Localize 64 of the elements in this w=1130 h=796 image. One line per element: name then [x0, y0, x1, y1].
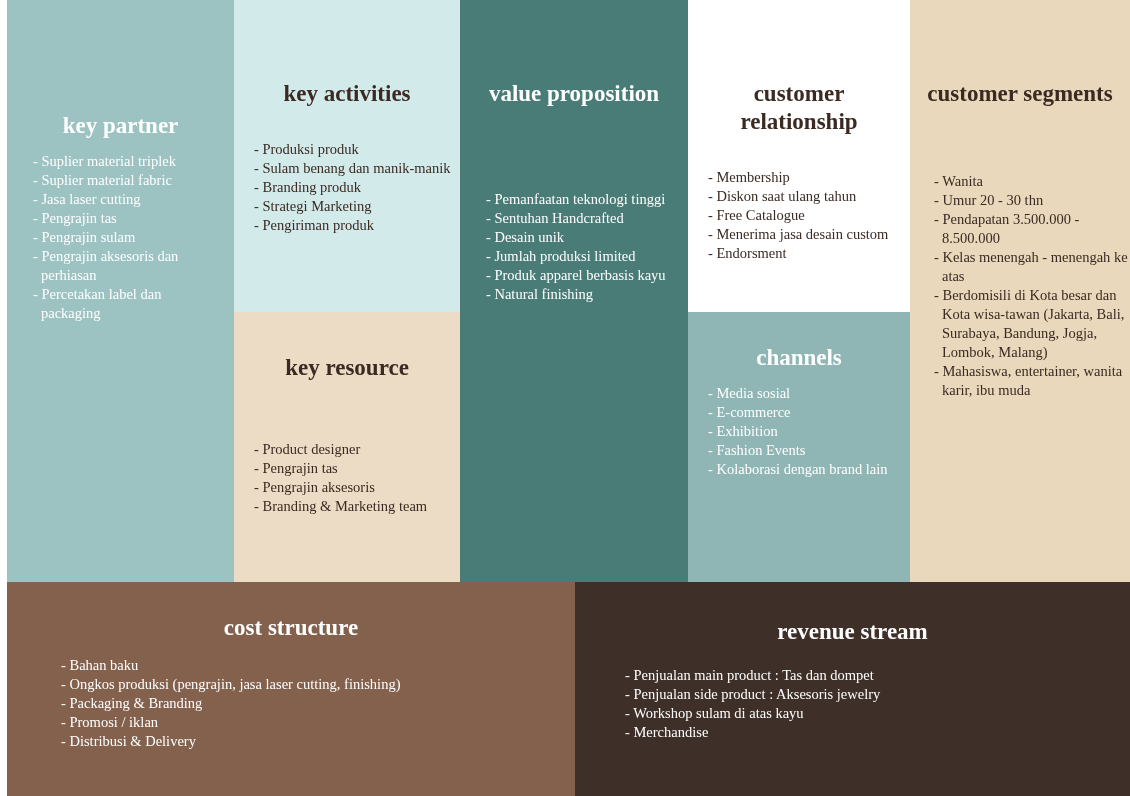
list-item: - Strategi Marketing [254, 197, 373, 216]
list-item: - Distribusi & Delivery [61, 732, 197, 751]
list-item: - Umur 20 - 30 thn [934, 191, 1045, 210]
list-item: - Suplier material triplek [33, 152, 177, 171]
list-item: - Pemanfaatan teknologi tinggi [486, 190, 667, 209]
list-item: - Exhibition [708, 422, 779, 441]
canvas-block [688, 312, 910, 582]
list-item: - Desain unik [486, 228, 566, 247]
list-item: - Menerima jasa desain custom [708, 225, 890, 244]
list-item: - Mahasiswa, entertainer, wanita karir, ibu muda [934, 362, 1124, 400]
list-item: - Bahan baku [61, 656, 140, 675]
canvas-block [910, 0, 1130, 582]
list-item: - Sulam benang dan manik-manik [254, 159, 452, 178]
list-item: - Jasa laser cutting [33, 190, 142, 209]
list-item: - Kolaborasi dengan brand lain [708, 460, 889, 479]
list-item: - Produksi produk [254, 140, 360, 159]
list-item: - Media sosial [708, 384, 792, 403]
list-item: - Membership [708, 168, 791, 187]
block-heading: customer relationship [739, 80, 859, 136]
list-item: - Percetakan label dan packaging [33, 285, 163, 323]
list-item: - Workshop sulam di atas kayu [625, 704, 805, 723]
list-item: - Pengrajin aksesoris dan perhiasan [33, 247, 180, 285]
list-item: - Product designer [254, 440, 362, 459]
list-item: - Endorsment [708, 244, 788, 263]
block-heading: key activities [283, 80, 411, 108]
list-item: - Penjualan main product : Tas dan dompet [625, 666, 875, 685]
list-item: - Pengrajin sulam [33, 228, 137, 247]
list-item: - Sentuhan Handcrafted [486, 209, 625, 228]
list-item: - Free Catalogue [708, 206, 806, 225]
list-item: - Promosi / iklan [61, 713, 160, 732]
list-item: - Kelas menengah - menengah ke atas [934, 248, 1128, 286]
list-item: - Pengrajin tas [254, 459, 339, 478]
list-item: - E-commerce [708, 403, 792, 422]
canvas-block [7, 582, 575, 796]
list-item: - Pengrajin tas [33, 209, 118, 228]
list-item: - Packaging & Branding [61, 694, 204, 713]
block-heading: customer segments [927, 80, 1113, 108]
canvas-block [460, 0, 688, 582]
canvas-block [234, 0, 460, 312]
list-item: - Wanita [934, 172, 984, 191]
block-heading: cost structure [223, 614, 359, 642]
block-heading: revenue stream [777, 618, 928, 646]
canvas-block [7, 0, 234, 582]
block-heading: value proposition [488, 80, 660, 108]
block-heading: key partner [62, 112, 179, 140]
list-item: - Pengiriman produk [254, 216, 375, 235]
list-item: - Branding produk [254, 178, 363, 197]
list-item: - Pengrajin aksesoris [254, 478, 376, 497]
list-item: - Branding & Marketing team [254, 497, 429, 516]
list-item: - Merchandise [625, 723, 710, 742]
canvas-block [575, 582, 1130, 796]
block-heading: channels [756, 344, 842, 372]
list-item: - Suplier material fabric [33, 171, 173, 190]
list-item: - Ongkos produksi (pengrajin, jasa laser cutting, finishing) [61, 675, 402, 694]
list-item: - Penjualan side product : Aksesoris jewelry [625, 685, 882, 704]
list-item: - Pendapatan 3.500.000 - 8.500.000 [934, 210, 1081, 248]
list-item: - Jumlah produksi limited [486, 247, 637, 266]
list-item: - Diskon saat ulang tahun [708, 187, 858, 206]
list-item: - Berdomisili di Kota besar dan Kota wisa-tawan (Jakarta, Bali, Surabaya, Bandung, Jogja, Lombok, Malang) [934, 286, 1126, 362]
list-item: - Natural finishing [486, 285, 595, 304]
list-item: - Produk apparel berbasis kayu [486, 266, 667, 285]
list-item: - Fashion Events [708, 441, 807, 460]
canvas-block [234, 312, 460, 582]
block-heading: key resource [285, 354, 409, 382]
